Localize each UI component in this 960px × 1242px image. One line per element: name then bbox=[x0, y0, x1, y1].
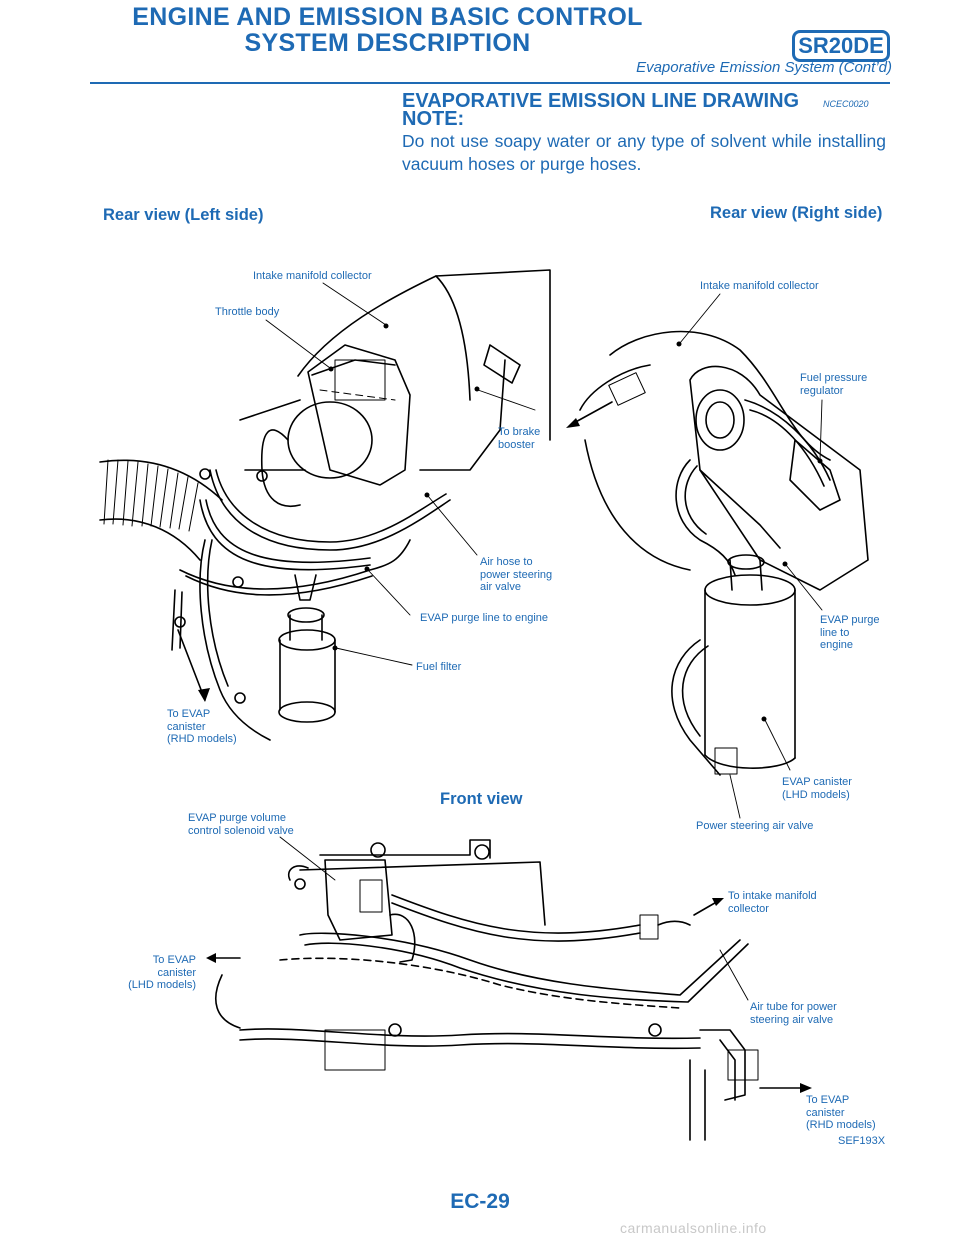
header-divider bbox=[90, 82, 890, 84]
left-rear-view-drawing bbox=[99, 269, 551, 741]
right-view-title: Rear view (Right side) bbox=[710, 204, 883, 222]
label-evap-purge-line-right: EVAP purge line to engine bbox=[820, 614, 880, 651]
left-view-title: Rear view (Left side) bbox=[103, 206, 264, 224]
engine-code-badge: SR20DE bbox=[792, 30, 890, 62]
label-intake-manifold-collector-right: Intake manifold collector bbox=[700, 280, 819, 292]
figure-code: SEF193X bbox=[838, 1135, 886, 1147]
label-air-hose: Air hose to power steering air valve bbox=[480, 556, 553, 593]
section-title: EVAPORATIVE EMISSION LINE DRAWING bbox=[402, 90, 800, 112]
label-solenoid-valve: EVAP purge volume control solenoid valve bbox=[188, 812, 294, 837]
section-code: NCEC0020 bbox=[823, 99, 869, 109]
label-throttle-body: Throttle body bbox=[215, 306, 280, 318]
label-intake-manifold-collector-left: Intake manifold collector bbox=[253, 270, 372, 282]
front-view-title: Front view bbox=[440, 790, 523, 808]
label-fuel-pressure-regulator: Fuel pressure regulator bbox=[800, 372, 868, 397]
front-view-drawing bbox=[206, 836, 812, 1141]
header-title-line2: SYSTEM DESCRIPTION bbox=[244, 29, 531, 57]
header-subtitle: Evaporative Emission System (Cont’d) bbox=[636, 59, 892, 76]
header-title: ENGINE AND EMISSION BASIC CONTROL SYSTEM… bbox=[0, 4, 775, 56]
label-air-tube: Air tube for power steering air valve bbox=[750, 1001, 837, 1026]
label-to-evap-canister-rhd-left: To EVAP canister (RHD models) bbox=[167, 708, 237, 745]
label-to-evap-canister-rhd-front: To EVAP canister (RHD models) bbox=[806, 1094, 876, 1131]
header-title-line1: ENGINE AND EMISSION BASIC CONTROL bbox=[132, 3, 643, 31]
note-label: NOTE: bbox=[402, 108, 465, 130]
note-text: Do not use soapy water or any type of so… bbox=[402, 131, 886, 174]
label-power-steering-air-valve: Power steering air valve bbox=[696, 820, 814, 832]
label-to-brake-booster: To brake booster bbox=[498, 426, 541, 451]
label-to-intake-manifold: To intake manifold collector bbox=[728, 890, 817, 915]
page-number: EC-29 bbox=[450, 1190, 510, 1213]
label-evap-purge-line-left: EVAP purge line to engine bbox=[420, 612, 549, 624]
label-fuel-filter: Fuel filter bbox=[416, 661, 462, 673]
label-evap-canister-lhd: EVAP canister (LHD models) bbox=[782, 776, 852, 801]
label-to-evap-canister-lhd-front: To EVAP canister (LHD models) bbox=[128, 954, 196, 991]
right-rear-view-drawing bbox=[566, 293, 869, 819]
watermark: carmanualsonline.info bbox=[620, 1220, 767, 1236]
